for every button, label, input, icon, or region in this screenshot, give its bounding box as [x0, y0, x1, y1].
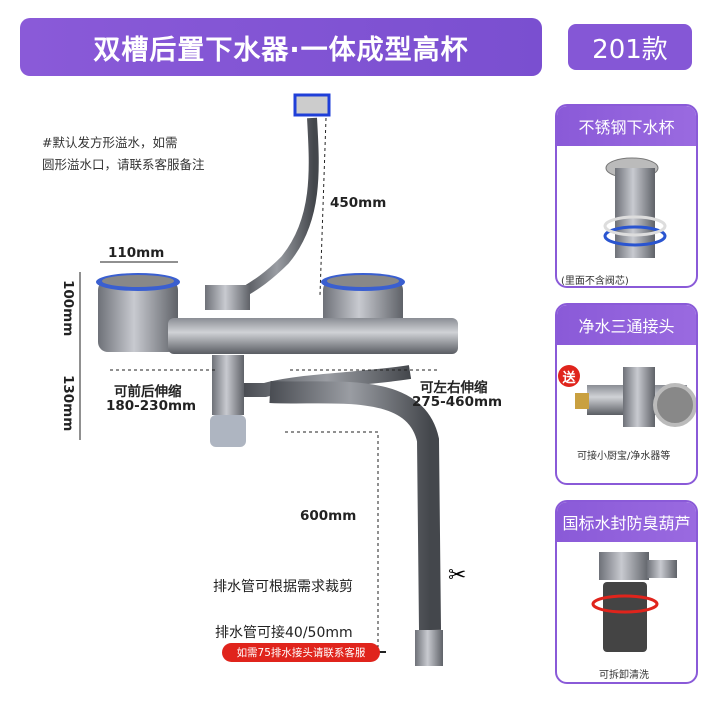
basket-width: 110mm: [108, 245, 165, 261]
drain-length-line: [285, 431, 379, 652]
tee-connector-image: [575, 367, 696, 427]
front-back-label: 可前后伸缩: [114, 384, 182, 400]
left-right-range: 275-460mm: [412, 394, 503, 410]
card-caption: (里面不含阀芯): [561, 276, 629, 287]
note-line-2: 圆形溢水口，请联系客服备注: [42, 157, 205, 172]
cut-note: 排水管可根据需求裁剪: [213, 579, 353, 595]
model-badge: 201款: [568, 24, 692, 70]
card-title: 国标水封防臭葫芦: [557, 502, 696, 542]
note-line-1: #默认发方形溢水，如需: [42, 135, 178, 150]
connect-note: 排水管可接40/50mm: [215, 625, 353, 641]
contact-note: 如需75排水接头请联系客服: [222, 643, 380, 662]
drain-cup-image: [603, 157, 667, 258]
tee-fitting: [205, 285, 250, 310]
trap-body: [212, 355, 244, 415]
page-title: 双槽后置下水器·一体成型高杯: [20, 18, 542, 76]
card-stainless-cup: 不锈钢下水杯 (里面不含阀芯): [555, 104, 698, 288]
card-odor-trap: 国标水封防臭葫芦 可拆卸清洗: [555, 500, 698, 684]
height-top: 100mm: [60, 280, 76, 337]
horizontal-pipe: [168, 318, 458, 354]
sink-drain-illustration: ✂: [79, 93, 466, 666]
front-back-range: 180-230mm: [106, 398, 197, 414]
card-title: 不锈钢下水杯: [557, 106, 696, 146]
card-caption: 可拆卸清洗: [599, 670, 649, 681]
drain-hose: [269, 381, 441, 631]
overflow-hose-length: 450mm: [330, 195, 387, 211]
odor-trap-image: [591, 552, 677, 652]
left-right-label: 可左右伸缩: [420, 380, 488, 396]
gift-badge: 送: [558, 365, 580, 387]
trap-bottom: [210, 415, 246, 447]
overflow-hose: [236, 117, 319, 299]
height-bottom: 130mm: [60, 375, 76, 432]
overflow-note: #默认发方形溢水，如需 圆形溢水口，请联系客服备注: [42, 132, 205, 176]
drain-length: 600mm: [300, 508, 357, 524]
card-title: 净水三通接头: [557, 305, 696, 345]
overflow-outlet-icon: [293, 93, 331, 117]
card-water-tee: 净水三通接头 可接小厨宝/净水器等: [555, 303, 698, 485]
scissors-icon: ✂: [448, 563, 466, 588]
overflow-dimension-line: [319, 117, 327, 296]
card-caption: 可接小厨宝/净水器等: [577, 451, 671, 462]
left-sink-basket: [96, 273, 180, 352]
drain-end-fitting: [415, 630, 443, 666]
